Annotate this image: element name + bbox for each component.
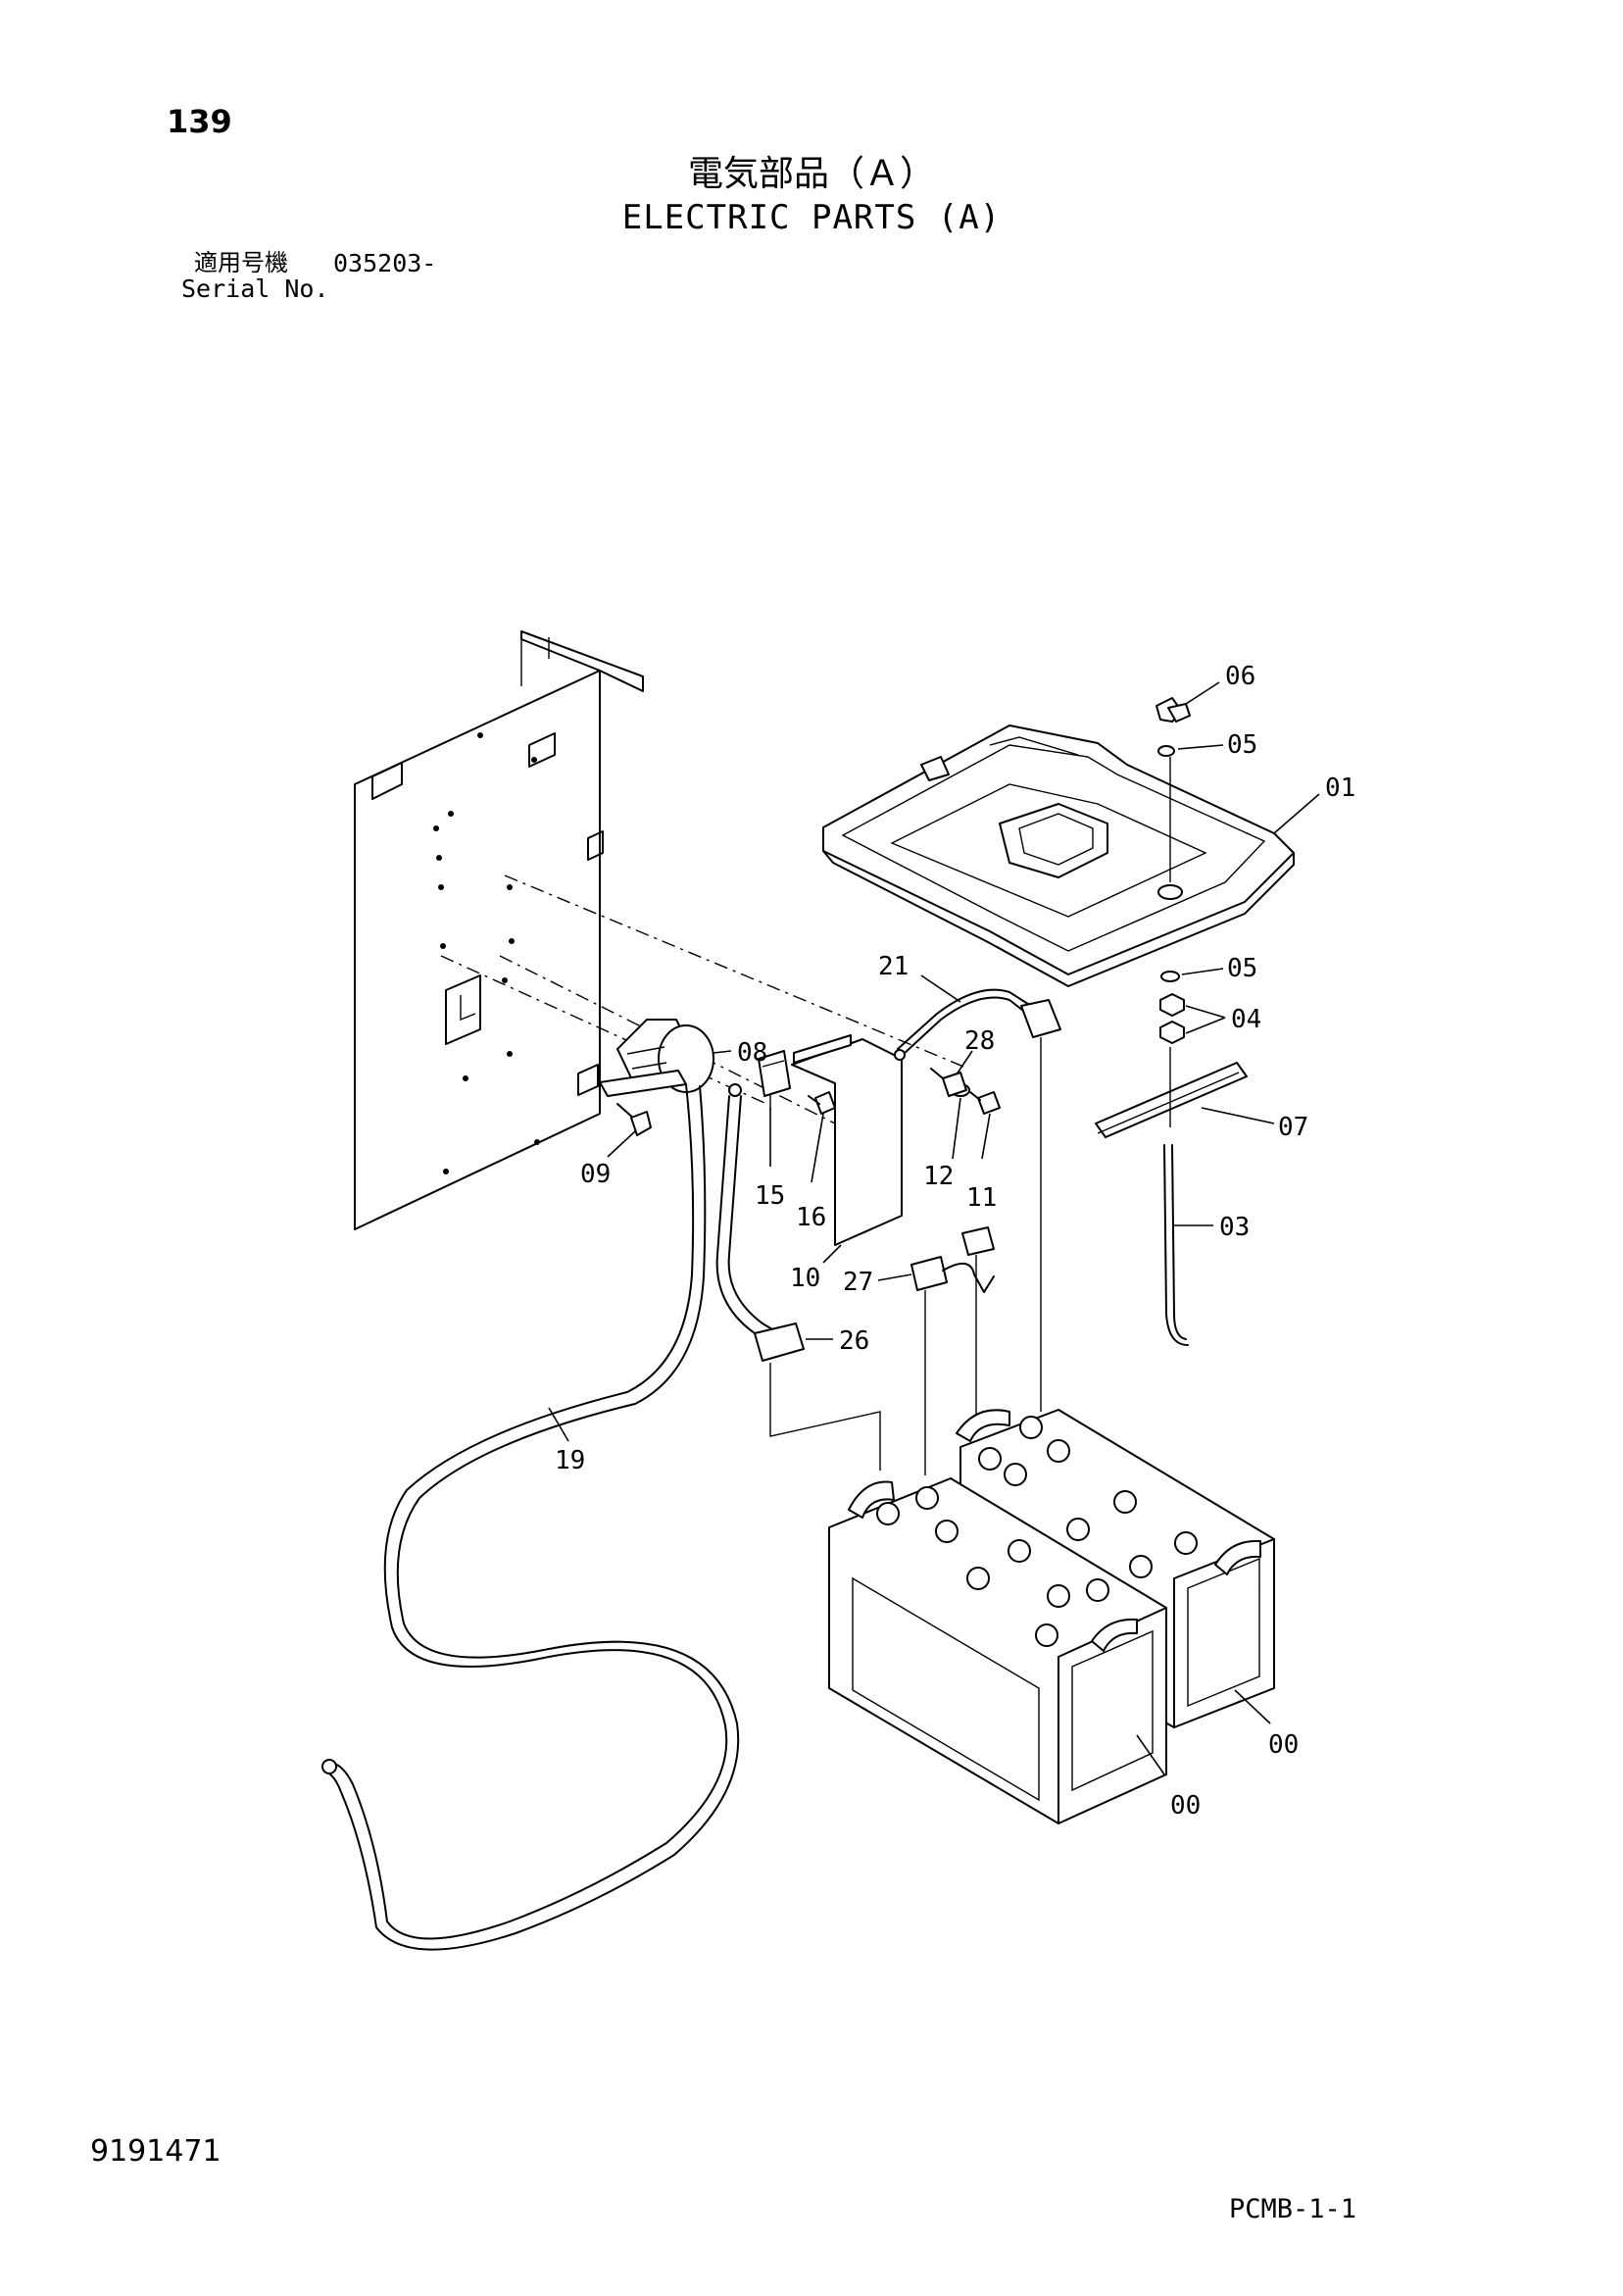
cable-21 bbox=[894, 988, 1061, 1097]
callout-04: 04 bbox=[1231, 1005, 1261, 1034]
page-number: 139 bbox=[167, 103, 232, 140]
title-english: ELECTRIC PARTS (A) bbox=[621, 198, 1002, 237]
hold-down-hardware bbox=[1095, 697, 1248, 1346]
serial-label-japanese: 適用号機 bbox=[194, 249, 288, 276]
document-number: 9191471 bbox=[90, 2134, 221, 2169]
batteries bbox=[828, 1409, 1275, 1824]
callout-00-left: 00 bbox=[1170, 1791, 1201, 1821]
callout-05-lower: 05 bbox=[1227, 954, 1257, 983]
bolt-11 bbox=[969, 1091, 1001, 1115]
callout-03: 03 bbox=[1219, 1213, 1250, 1242]
control-box bbox=[791, 1034, 903, 1246]
callout-09: 09 bbox=[580, 1160, 611, 1189]
callout-07: 07 bbox=[1278, 1113, 1308, 1142]
callout-08: 08 bbox=[737, 1038, 767, 1068]
battery-relay bbox=[599, 1019, 714, 1097]
callout-15: 15 bbox=[755, 1181, 785, 1211]
callout-00-right: 00 bbox=[1268, 1730, 1299, 1760]
callout-16: 16 bbox=[796, 1203, 826, 1232]
callout-28: 28 bbox=[964, 1026, 995, 1056]
serial-number-value: 035203- bbox=[333, 249, 437, 277]
cable-26 bbox=[715, 1083, 805, 1362]
sheet-code: PCMB-1-1 bbox=[1229, 2194, 1357, 2224]
cable-19 bbox=[321, 1083, 740, 1951]
serial-label-english: Serial No. bbox=[181, 275, 329, 303]
callout-06: 06 bbox=[1225, 662, 1255, 691]
callout-12: 12 bbox=[923, 1162, 954, 1191]
callout-21: 21 bbox=[878, 952, 909, 981]
relay-bracket bbox=[758, 1050, 836, 1115]
callout-26: 26 bbox=[839, 1326, 869, 1356]
battery-cover bbox=[822, 724, 1295, 987]
callout-19: 19 bbox=[555, 1446, 585, 1475]
mounting-panel bbox=[354, 630, 644, 1230]
callout-10: 10 bbox=[790, 1264, 820, 1293]
bolt-09 bbox=[616, 1103, 652, 1136]
callout-01: 01 bbox=[1325, 774, 1355, 803]
callout-05-upper: 05 bbox=[1227, 730, 1257, 760]
connector-27 bbox=[910, 1226, 995, 1293]
title-japanese: 電気部品（Ａ） bbox=[687, 154, 935, 194]
callout-27: 27 bbox=[843, 1268, 873, 1297]
callout-11: 11 bbox=[966, 1183, 997, 1213]
